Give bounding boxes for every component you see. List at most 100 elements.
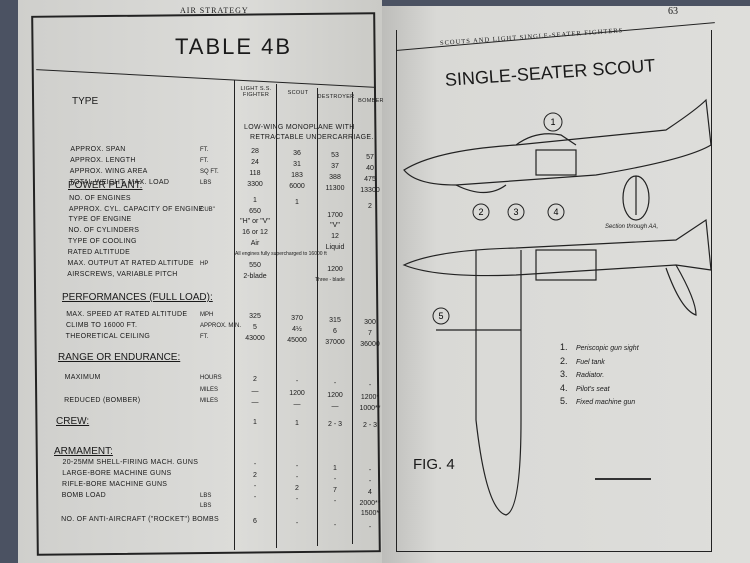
- cell-value: All engines fully supercharged to 16000 …: [235, 251, 327, 257]
- cell-value: -: [368, 467, 372, 474]
- cell-value: -: [333, 476, 337, 483]
- cell-value: 40: [366, 165, 374, 172]
- row-unit: MILES: [200, 398, 219, 404]
- cell-value: 6000: [289, 183, 305, 190]
- arm-heading: Armament:: [54, 446, 113, 457]
- radiator-scoop: [455, 184, 507, 194]
- row-label: No. of cylinders: [68, 227, 140, 234]
- cell-value: 2: [368, 203, 372, 210]
- cell-value: —: [293, 401, 301, 408]
- legend-number: 5.: [560, 396, 568, 406]
- cell-value: 53: [331, 152, 339, 159]
- cell-value: 31: [293, 161, 301, 168]
- crew-value: 2 - 3: [362, 422, 377, 429]
- legend-number: 3.: [560, 369, 568, 379]
- legend-item: 2. Fuel tank: [560, 356, 639, 366]
- row-label: Climb to 16000 ft.: [65, 322, 138, 329]
- type-label: TYPE: [72, 96, 99, 107]
- legend-number: 1.: [560, 342, 568, 352]
- cell-value: 2: [295, 485, 299, 492]
- figure-label: FIG. 4: [413, 456, 455, 473]
- column-line: [276, 84, 277, 548]
- tailplane: [665, 264, 697, 316]
- row-label: Bomb load: [61, 492, 107, 499]
- cell-value: "V": [330, 222, 340, 229]
- row-unit: SQ FT.: [200, 169, 219, 175]
- column-header: SCOUT: [287, 90, 309, 96]
- legend-item: 5.Fixed machine gun: [560, 396, 639, 406]
- row-label: Max. output at rated altitude: [67, 260, 194, 267]
- legend-number: 2.: [560, 355, 568, 366]
- fuel-tank: [535, 149, 577, 176]
- cell-value: -: [295, 496, 299, 503]
- cell-value: Three - blade: [315, 277, 345, 283]
- cell-value: 388: [329, 174, 341, 181]
- cell-value: 7: [368, 330, 372, 337]
- power-heading: Power plant:: [68, 180, 143, 191]
- legend-text: Fuel tank: [576, 358, 605, 366]
- figure-frame: [396, 30, 712, 552]
- row-label: Max. speed at rated altitude: [66, 311, 188, 318]
- range-heading: Range or endurance:: [58, 352, 181, 363]
- cell-value: -: [253, 461, 257, 468]
- cell-value: 2000**: [359, 500, 381, 507]
- cell-value: 5: [253, 324, 257, 331]
- cell-value: 36: [293, 150, 301, 157]
- cell-value: 1200*: [360, 394, 380, 401]
- legend-text: Periscopic gun sight: [576, 345, 639, 352]
- crew-value: 1: [253, 419, 257, 426]
- row-unit: CUB": [200, 207, 215, 213]
- cell-value: 4: [368, 489, 372, 496]
- row-unit: LBS: [200, 180, 212, 186]
- cell-value: -: [333, 498, 337, 505]
- cell-value: 1700: [327, 212, 343, 219]
- wing-outline: [475, 250, 522, 516]
- row-unit: LBS: [200, 503, 212, 509]
- row-unit: FT.: [200, 334, 209, 340]
- cell-value: -: [295, 474, 299, 481]
- crew-value: 2 - 3: [327, 421, 342, 428]
- cell-value: 3300: [247, 181, 263, 188]
- cell-value: 4½: [292, 326, 302, 333]
- column-header: BOMBER: [358, 98, 384, 104]
- row-unit: HP: [200, 261, 209, 267]
- cell-value: 2: [253, 376, 257, 383]
- cell-value: —: [331, 403, 339, 410]
- cell-value: -: [253, 483, 257, 490]
- right-page: [382, 6, 750, 563]
- row-unit: APPROX. MIN.: [200, 323, 242, 329]
- column-header: LIGHT S.S. FIGHTER: [240, 86, 272, 98]
- cell-value: 1: [295, 199, 299, 206]
- table-title: TABLE 4B: [175, 34, 293, 59]
- cell-value: 28: [251, 148, 259, 155]
- row-label: Approx. length: [70, 157, 136, 164]
- row-label: Rated altitude: [67, 249, 131, 256]
- cell-value: 325: [249, 313, 261, 320]
- canopy: [515, 133, 577, 146]
- cell-value: 475: [364, 176, 376, 183]
- crew-value: 1: [295, 420, 299, 427]
- row-unit: MPH: [200, 312, 214, 318]
- column-header: DESTROYER: [317, 94, 355, 100]
- cell-value: 118: [249, 170, 261, 177]
- cell-value: 6: [253, 518, 257, 525]
- cell-value: 36000: [360, 341, 380, 348]
- legend-text: Radiator.: [576, 372, 605, 379]
- plan-view-fuselage: [402, 218, 712, 277]
- cell-value: 183: [291, 172, 303, 179]
- row-label: Approx. wing area: [69, 168, 148, 175]
- cell-value: 24: [251, 159, 259, 166]
- cell-value: 1500*: [360, 510, 380, 517]
- cell-value: —: [251, 399, 259, 406]
- row-label: Total weight, max. load: [69, 179, 170, 186]
- cell-value: 650: [249, 208, 261, 215]
- row-unit: HOURS: [200, 375, 222, 381]
- scale-bar: [595, 478, 651, 480]
- row-label: Airscrews, variable pitch: [67, 271, 178, 278]
- page-number: 63: [668, 6, 678, 17]
- cell-value: -: [295, 520, 299, 527]
- row-unit: FT.: [200, 147, 209, 153]
- cell-value: 550: [249, 262, 261, 269]
- callout-5: 5: [438, 311, 443, 321]
